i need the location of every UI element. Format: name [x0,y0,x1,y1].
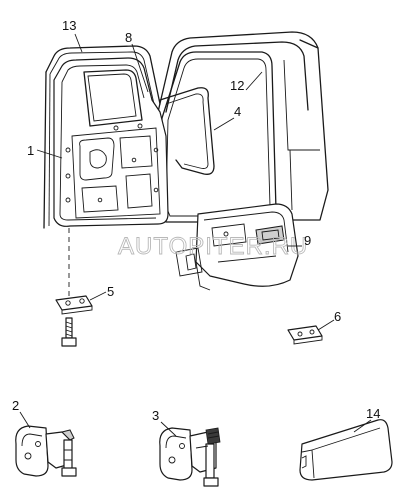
callout-labels: 1 2 3 4 5 6 8 9 12 13 14 [12,18,380,423]
bracket-plate-5 [55,295,93,315]
callout-3: 3 [152,408,159,423]
callout-6: 6 [334,309,341,324]
door-opening-seal [159,51,277,223]
callout-13: 13 [62,18,76,33]
guard-panel-14 [299,419,393,481]
callout-9: 9 [304,233,311,248]
callout-4: 4 [234,104,241,119]
callout-2: 2 [12,398,19,413]
door-frame-seal-13 [43,45,161,229]
bolt [61,317,77,347]
callout-12: 12 [230,78,244,93]
hinge-2 [15,425,77,477]
cab-body [157,31,329,221]
callout-1: 1 [27,143,34,158]
spacer-plate-6 [287,325,323,345]
callout-14: 14 [366,406,380,421]
callout-5: 5 [107,284,114,299]
hinge-3 [159,427,221,487]
door-shell [53,57,169,227]
callout-8: 8 [125,30,132,45]
window-seal-4 [159,87,215,175]
leader-lines [19,33,372,437]
door-trim-panel-9 [175,203,299,291]
watermark-text: AUTOPITER.RU [118,233,308,260]
